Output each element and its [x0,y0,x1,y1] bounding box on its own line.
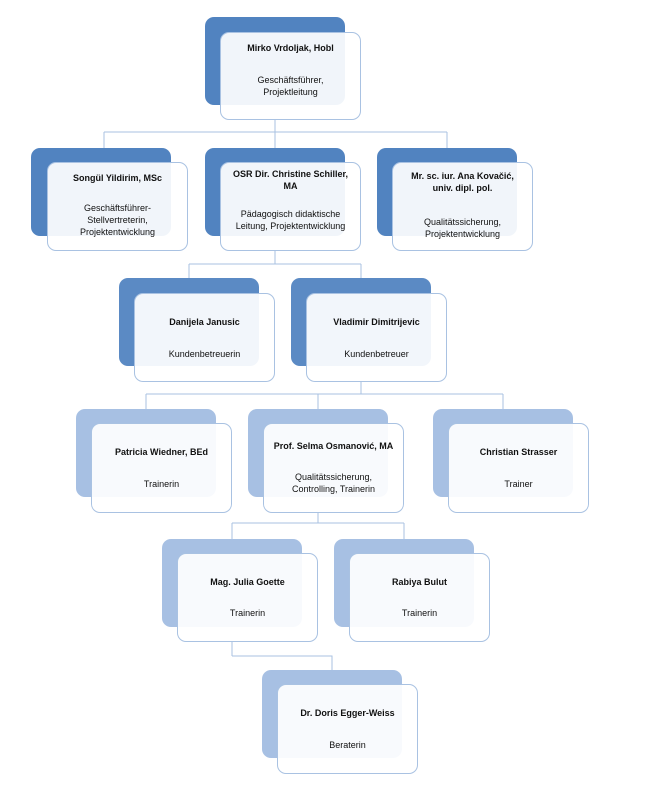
connector-goette-to-egger [231,642,333,670]
node-card: Mr. sc. iur. Ana Kovačić, univ. dipl. po… [392,162,533,251]
node-role: Kundenbetreuer [344,349,409,359]
node-name: Dr. Doris Egger-Weiss [300,708,395,718]
org-node-janusic: Danijela Janusic Kundenbetreuerin [119,278,275,382]
node-name: Rabiya Bulut [391,577,447,587]
node-role: Qualitätssicherung, Projektentwicklung [423,217,502,239]
node-name: Prof. Selma Osmanović, MA [273,441,394,451]
node-card: Rabiya Bulut Trainerin [349,553,490,642]
node-card: Patricia Wiedner, BEd Trainerin [91,423,232,513]
org-node-schiller: OSR Dir. Christine Schiller, MA Pädagogi… [205,148,361,251]
node-role: Pädagogisch didaktische Leitung, Projekt… [235,209,346,231]
connector-schiller-to-level3 [188,251,362,278]
node-name: Songül Yildirim, MSc [72,173,162,183]
node-name: Patricia Wiedner, BEd [115,447,208,457]
node-role: Trainer [504,479,533,489]
node-name: Christian Strasser [479,447,558,457]
node-card: Prof. Selma Osmanović, MA Qualitätssiche… [263,423,404,513]
org-node-bulut: Rabiya Bulut Trainerin [334,539,490,642]
org-node-kovacic: Mr. sc. iur. Ana Kovačić, univ. dipl. po… [377,148,533,251]
node-card: Christian Strasser Trainer [448,423,589,513]
node-role: Qualitätssicherung, Controlling, Trainer… [291,472,376,494]
org-node-vrdoljak: Mirko Vrdoljak, Hobl Geschäftsführer, Pr… [205,17,361,120]
node-role: Trainerin [401,608,438,618]
org-node-egger: Dr. Doris Egger-Weiss Beraterin [262,670,418,774]
org-node-yildirim: Songül Yildirim, MSc Geschäftsführer-Ste… [31,148,188,251]
org-node-wiedner: Patricia Wiedner, BEd Trainerin [76,409,232,513]
org-node-dimitrijevic: Vladimir Dimitrijevic Kundenbetreuer [291,278,447,382]
connector-dimitrijevic-to-trainers [145,382,504,409]
node-role: Geschäftsführer, Projektleitung [257,75,324,97]
node-name: Danijela Janusic [169,317,240,327]
org-node-goette: Mag. Julia Goette Trainerin [162,539,318,642]
node-card: Danijela Janusic Kundenbetreuerin [134,293,275,382]
node-card: Dr. Doris Egger-Weiss Beraterin [277,684,418,774]
node-name: OSR Dir. Christine Schiller, MA [232,169,349,191]
node-name: Vladimir Dimitrijevic [333,317,420,327]
node-role: Trainerin [143,479,180,489]
node-card: Mirko Vrdoljak, Hobl Geschäftsführer, Pr… [220,32,361,120]
node-role: Trainerin [229,608,266,618]
node-role: Beraterin [329,740,366,750]
node-name: Mr. sc. iur. Ana Kovačić, univ. dipl. po… [411,171,514,193]
node-card: Vladimir Dimitrijevic Kundenbetreuer [306,293,447,382]
node-card: Songül Yildirim, MSc Geschäftsführer-Ste… [47,162,188,251]
org-node-strasser: Christian Strasser Trainer [433,409,589,513]
node-name: Mirko Vrdoljak, Hobl [247,43,334,53]
node-name: Mag. Julia Goette [210,577,285,587]
org-node-osmanovic: Prof. Selma Osmanović, MA Qualitätssiche… [248,409,404,513]
node-card: OSR Dir. Christine Schiller, MA Pädagogi… [220,162,361,251]
connector-vrdoljak-to-level2 [103,119,448,148]
node-role: Geschäftsführer-Stellvertreterin, Projek… [79,203,156,237]
connector-osmanovic-to-level5 [231,512,405,539]
node-role: Kundenbetreuerin [168,349,241,359]
node-card: Mag. Julia Goette Trainerin [177,553,318,642]
